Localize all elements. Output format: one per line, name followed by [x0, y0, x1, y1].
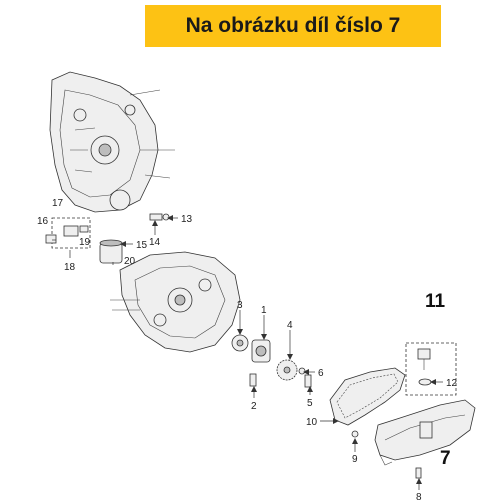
callout-2: 2	[251, 401, 257, 412]
callout-16: 16	[37, 216, 49, 227]
callout-12: 12	[446, 378, 458, 389]
callout-14: 14	[149, 237, 161, 248]
banner-text: Na obrázku díl číslo 7	[185, 14, 401, 37]
callout-7: 7	[440, 448, 451, 469]
part-number-banner: Na obrázku díl číslo 7	[145, 5, 441, 47]
callout-15: 15	[136, 240, 148, 251]
callout-11: 11	[425, 291, 446, 312]
callout-6: 6	[318, 368, 324, 379]
callout-20: 20	[124, 256, 136, 267]
part-5-6-drawing	[298, 367, 312, 388]
callout-8: 8	[416, 492, 422, 500]
callout-4: 4	[287, 320, 293, 331]
part-8-drawing	[415, 467, 422, 479]
part-4-drawing	[276, 359, 298, 381]
part-20-drawing	[99, 239, 123, 264]
part-13-14-drawing	[149, 213, 170, 221]
callout-9: 9	[352, 454, 358, 465]
part-7-drawing	[374, 399, 476, 466]
callout-18: 18	[64, 262, 76, 273]
callout-labels: 1 2 3 4 5 6 7 8 9 10 11 12 13 14 15 16 1…	[37, 198, 458, 500]
leader-lines	[52, 215, 443, 490]
part-group-16-19-drawing	[45, 217, 91, 249]
part-10-drawing	[329, 367, 406, 426]
callout-10: 10	[306, 417, 318, 428]
part-2-drawing	[249, 373, 257, 387]
callout-5: 5	[307, 398, 313, 409]
callout-19: 19	[79, 237, 91, 248]
callout-17: 17	[52, 198, 64, 209]
crankcase-cover-drawing	[49, 71, 175, 213]
part-9-drawing	[351, 430, 359, 438]
part-3-drawing	[231, 334, 249, 352]
callout-3: 3	[237, 300, 243, 311]
callout-1: 1	[261, 305, 267, 316]
crankcase-drawing	[110, 251, 241, 353]
part-1-drawing	[251, 339, 271, 363]
callout-13: 13	[181, 214, 193, 225]
